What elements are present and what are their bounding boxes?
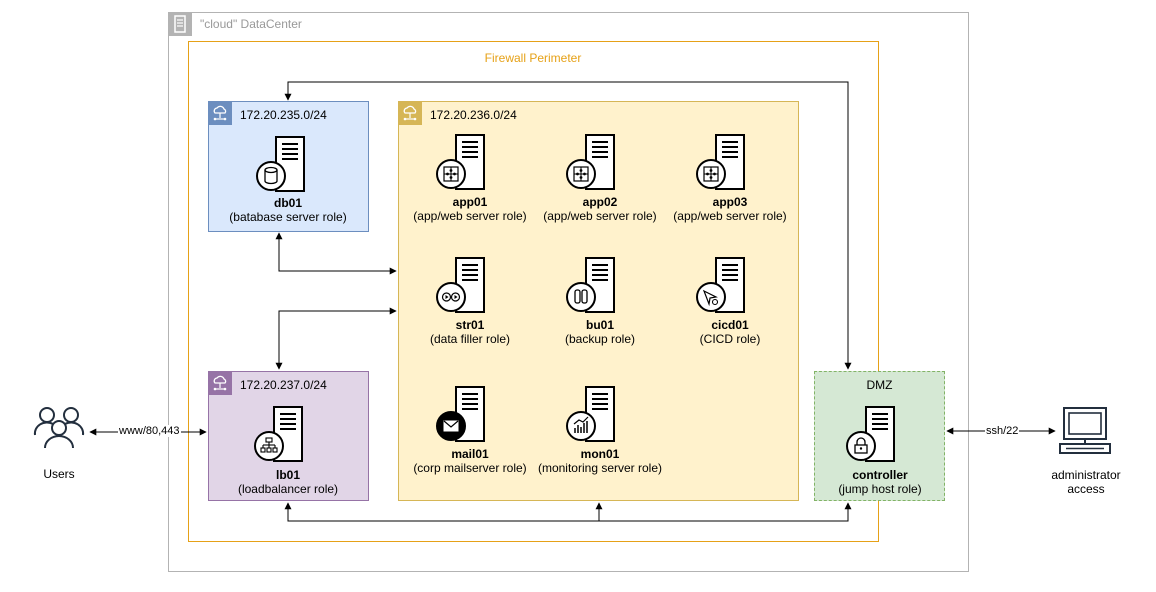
link-bottom-bus	[284, 502, 852, 522]
server-bu01	[566, 257, 618, 315]
host-name: app03	[712, 195, 748, 209]
computer-icon	[1058, 406, 1112, 456]
host-cicd01: cicd01 (CICD role)	[660, 318, 800, 346]
host-name: db01	[273, 196, 302, 210]
users-lb-label: www/80,443	[118, 425, 181, 437]
host-name: controller	[852, 468, 908, 482]
host-controller: controller (jump host role)	[810, 468, 950, 496]
host-mon01: mon01 (monitoring server role)	[530, 447, 670, 475]
host-name: app01	[452, 195, 488, 209]
host-db01: db01 (batabase server role)	[218, 196, 358, 224]
host-mail01: mail01 (corp mailserver role)	[400, 447, 540, 475]
host-name: bu01	[585, 318, 614, 332]
host-name: lb01	[275, 468, 300, 482]
server-mail01	[436, 386, 488, 444]
cloud-subnet-icon	[208, 101, 232, 125]
host-role: (app/web server role)	[543, 209, 657, 223]
backup-icon	[574, 289, 588, 304]
database-icon	[264, 166, 278, 185]
host-name: str01	[455, 318, 485, 332]
puzzle-icon	[443, 166, 459, 182]
server-mon01	[566, 386, 618, 444]
host-name: cicd01	[711, 318, 749, 332]
server-lb01	[254, 406, 306, 464]
server-app02	[566, 134, 618, 192]
network-icon	[260, 437, 278, 453]
controller-admin-label: ssh/22	[985, 425, 1020, 437]
lock-icon	[854, 437, 868, 454]
host-name: mon01	[580, 447, 620, 461]
firewall-perimeter	[188, 41, 879, 542]
dmz-title: DMZ	[866, 378, 893, 392]
puzzle-icon	[573, 166, 589, 182]
host-app02: app02 (app/web server role)	[530, 195, 670, 223]
server-controller	[846, 406, 898, 464]
chart-icon	[573, 416, 589, 433]
host-app03: app03 (app/web server role)	[660, 195, 800, 223]
datacenter-title: "cloud" DataCenter	[200, 17, 302, 31]
host-role: (corp mailserver role)	[413, 461, 527, 475]
host-lb01: lb01 (loadbalancer role)	[218, 468, 358, 496]
host-role: (loadbalancer role)	[237, 482, 339, 496]
host-bu01: bu01 (backup role)	[530, 318, 670, 346]
users-label: Users	[43, 467, 75, 481]
firewall-title: Firewall Perimeter	[484, 51, 582, 65]
link-db-app	[275, 232, 397, 275]
admin-label-line1: administrator	[1051, 468, 1121, 482]
subnet-lb-cidr: 172.20.237.0/24	[240, 378, 327, 392]
server-db01	[256, 136, 308, 194]
host-role: (jump host role)	[838, 482, 922, 496]
host-name: mail01	[451, 447, 489, 461]
server-cicd01	[696, 257, 748, 315]
rocket-icon	[702, 289, 719, 307]
mail-icon	[443, 420, 459, 432]
users-icon	[33, 405, 85, 449]
host-role: (CICD role)	[699, 332, 761, 346]
host-role: (backup role)	[564, 332, 636, 346]
link-db-controller	[284, 81, 852, 370]
host-role: (batabase server role)	[229, 210, 347, 224]
host-role: (app/web server role)	[673, 209, 787, 223]
host-str01: str01 (data filler role)	[400, 318, 540, 346]
host-role: (monitoring server role)	[537, 461, 663, 475]
media-icon	[441, 292, 461, 302]
datacenter-boundary	[168, 12, 969, 572]
server-app03	[696, 134, 748, 192]
server-str01	[436, 257, 488, 315]
admin-label-line2: access	[1067, 482, 1105, 496]
host-name: app02	[582, 195, 618, 209]
cloud-subnet-icon	[208, 371, 232, 395]
server-app01	[436, 134, 488, 192]
link-lb-app	[275, 307, 397, 370]
host-role: (app/web server role)	[413, 209, 527, 223]
host-app01: app01 (app/web server role)	[400, 195, 540, 223]
datacenter-icon	[168, 12, 192, 36]
puzzle-icon	[703, 166, 719, 182]
host-role: (data filler role)	[429, 332, 511, 346]
